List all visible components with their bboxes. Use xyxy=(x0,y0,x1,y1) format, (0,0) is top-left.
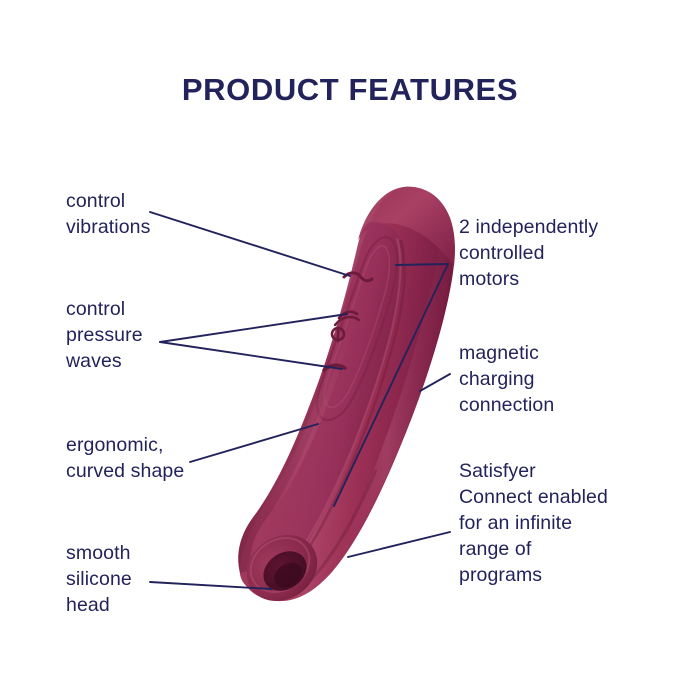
vibration-button-icon[interactable] xyxy=(342,271,374,283)
label-control-pressure-waves: control pressure waves xyxy=(66,298,143,372)
leader-smooth-head xyxy=(149,581,273,590)
page-title: PRODUCT FEATURES xyxy=(181,72,519,107)
label-magnetic-charging: magnetic charging connection xyxy=(459,342,555,416)
label-two-motors: 2 independently controlled motors xyxy=(459,216,599,290)
leader-motors-upper xyxy=(395,263,449,266)
leader-motors-lower xyxy=(333,263,449,507)
product-seam-line xyxy=(281,237,402,575)
product-body xyxy=(238,186,455,602)
product-rim-highlight xyxy=(336,232,448,566)
minus-button-icon[interactable] xyxy=(322,363,347,372)
leader-pressure-waves-upper xyxy=(159,313,348,343)
suction-head xyxy=(246,535,318,601)
leader-ergonomic-shape xyxy=(189,423,319,463)
label-control-vibrations: control vibrations xyxy=(66,190,151,238)
leader-magnetic-charging xyxy=(419,373,451,392)
label-ergonomic-curved-shape: ergonomic, curved shape xyxy=(66,434,185,482)
leader-control-vibrations xyxy=(149,211,351,277)
nozzle-inner-shadow xyxy=(274,562,302,588)
label-satisfyer-connect: Satisfyer Connect enabled for an infinit… xyxy=(459,460,608,586)
label-smooth-silicone-head: smooth silicone head xyxy=(66,542,132,616)
pressure-wave-button-icon[interactable] xyxy=(330,310,361,343)
product-seam-shadow xyxy=(285,239,406,579)
leader-satisfyer-connect xyxy=(347,531,451,558)
leader-lines xyxy=(149,211,451,590)
leader-pressure-waves-lower xyxy=(159,341,343,370)
product-top-dome xyxy=(358,186,455,266)
